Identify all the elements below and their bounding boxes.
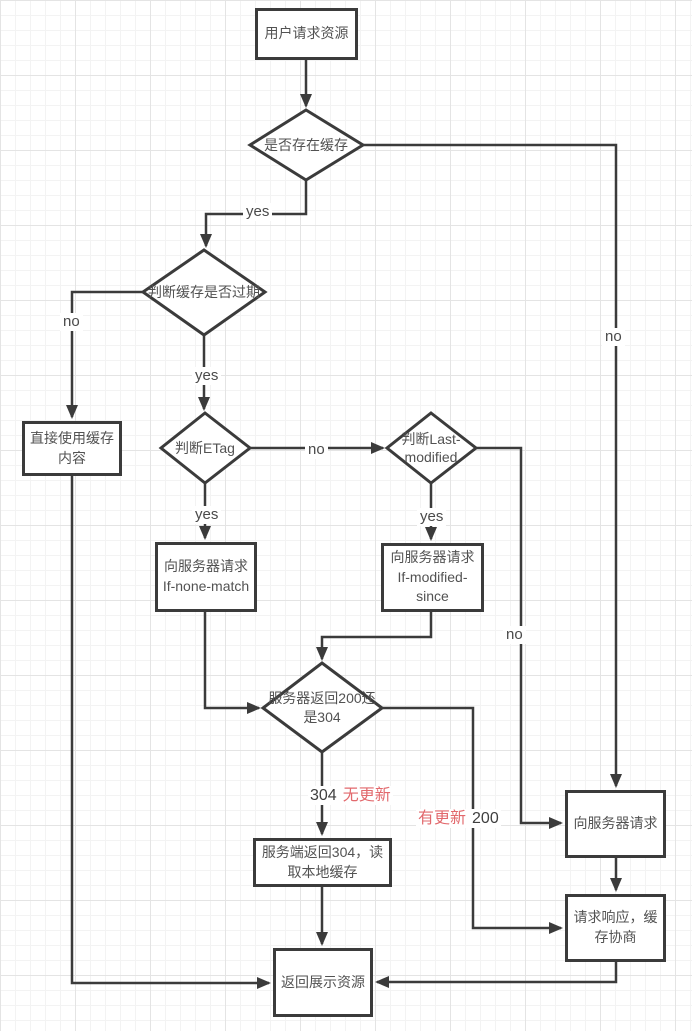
has-update-text: 有更新 [418,810,467,827]
diamond-server-return-shape [260,661,385,754]
edge-label-last-modified-yes: yes [417,508,447,526]
edge-label-last-modified-no: no [503,626,526,644]
connector-if-modified-since-to-server-return [316,612,433,661]
diamond-has-cache-shape [247,108,366,182]
edge-label-expired-yes: yes [192,367,222,385]
node-start: 用户请求资源 [255,8,358,60]
edge-label-has-update-200: 有更新 200 [416,809,501,829]
status-304-text: 304 [310,787,337,804]
node-display-resource: 返回展示资源 [273,948,373,1017]
diamond-check-last-modified-shape [384,411,479,485]
connector-has-cache-no-to-request-server [363,143,622,788]
edge-label-etag-yes: yes [192,506,222,524]
connector-if-none-match-to-server-return [203,612,261,714]
node-request-if-modified-since: 向服务器请求 If-modified-since [381,543,484,612]
connector-use-cache-to-display [70,476,271,989]
edge-label-expired-no: no [60,313,83,331]
connector-response-to-display [375,962,618,988]
node-use-cache: 直接使用缓存内容 [22,421,122,476]
no-update-text: 无更新 [342,787,391,804]
diamond-check-etag-shape [158,411,253,485]
edge-label-etag-no: no [305,441,328,459]
node-request-if-none-match: 向服务器请求 If-none-match [155,542,257,612]
node-request-server: 向服务器请求 [565,790,666,858]
connector-expired-no-to-use-cache [66,290,143,419]
edge-label-has-cache-yes: yes [243,203,273,221]
diamond-cache-expired-shape [140,248,268,337]
edge-label-304-no-update: 304 无更新 [308,786,393,806]
status-200-text: 200 [472,810,499,827]
node-response-cache-negotiate: 请求响应，缓存协商 [565,894,666,962]
node-return-304-local-cache: 服务端返回304，读取本地缓存 [253,838,392,887]
edge-label-has-cache-no: no [602,328,625,346]
